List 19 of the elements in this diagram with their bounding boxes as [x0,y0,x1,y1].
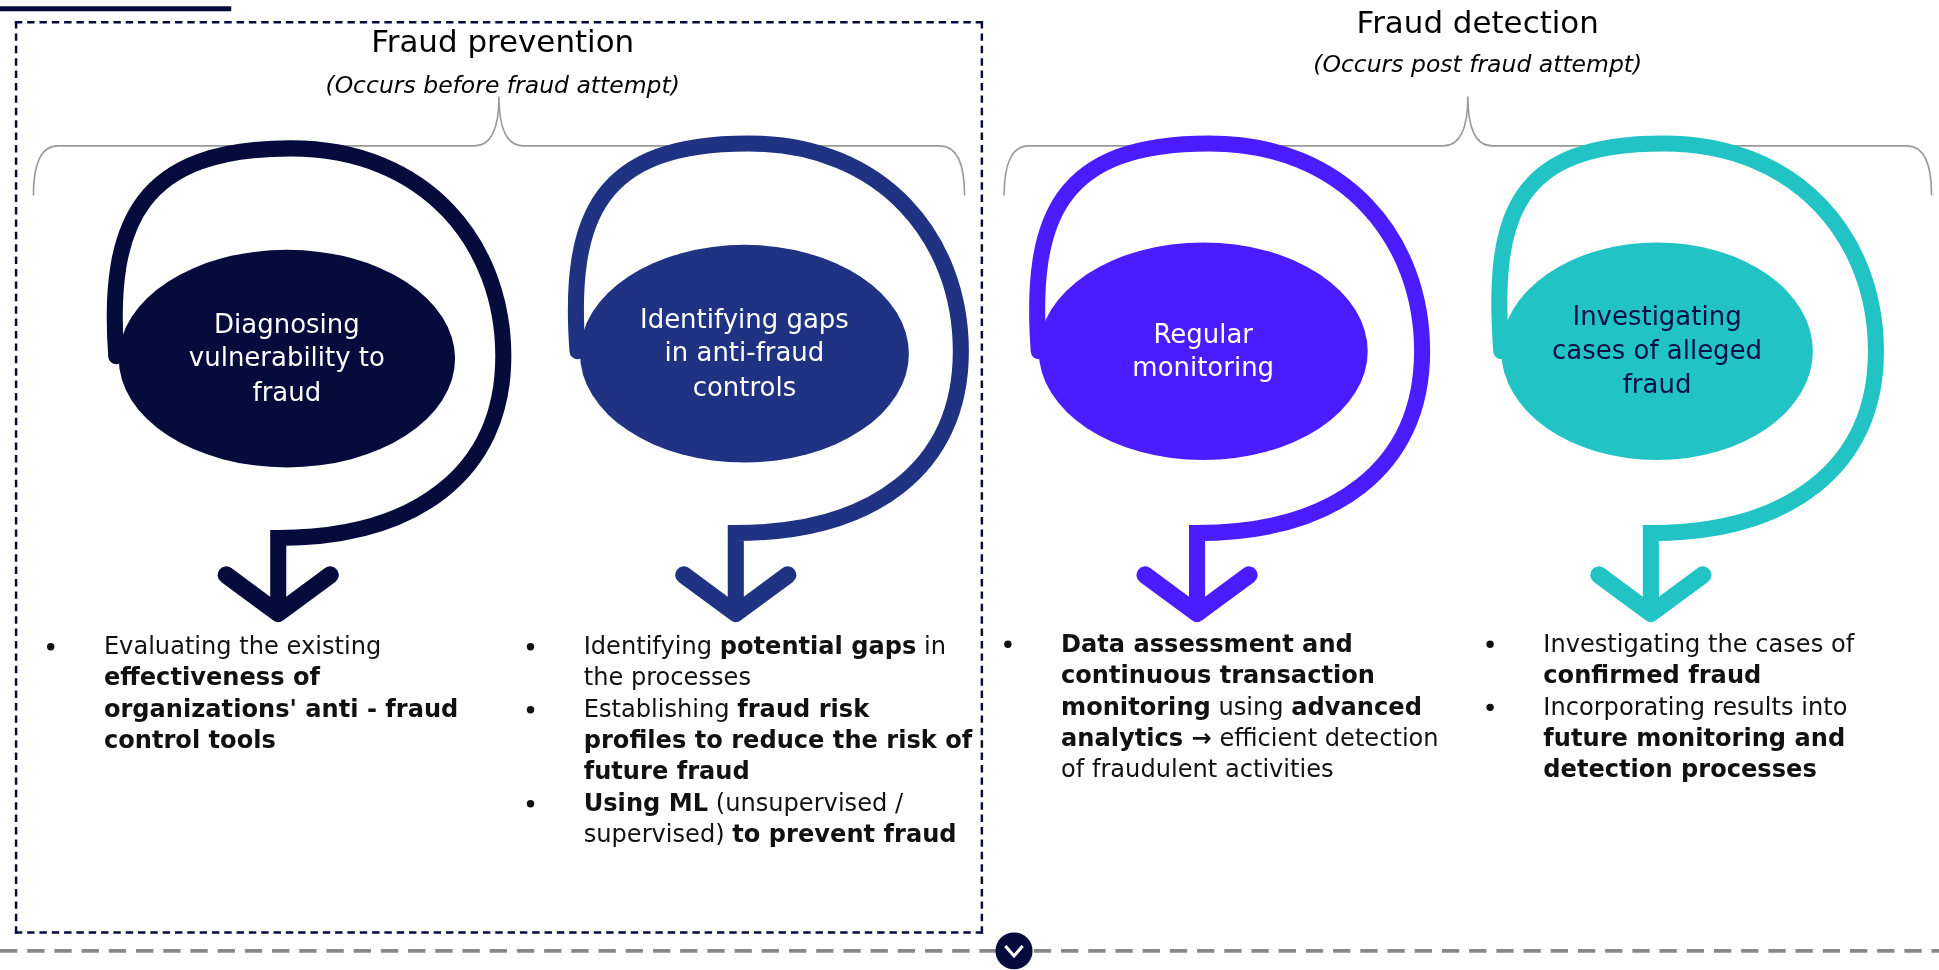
section-title: Fraud detection [1355,4,1600,41]
spiral-arrow [567,135,969,622]
bullet-text: Using ML (unsupervised / supervised) to prevent fraud [583,788,957,849]
process-ellipse: Regular monitoring [1038,242,1368,460]
bullet-text: Incorporating results into future monitoring and detection processes [1543,692,1848,784]
process-ellipse: Identifying gaps in anti-fraud controls [579,244,909,463]
section-subtitle: (Occurs before fraud attempt) [324,70,681,98]
section-subtitle: (Occurs post fraud attempt) [1312,49,1644,77]
bullet-text: Investigating the cases of confirmed fraud [1543,629,1855,690]
bullet-text: Evaluating the existing effectiveness of organizations' anti - fraud control tools [103,631,459,755]
process-ellipse: Investigating cases of alleged fraud [1501,242,1813,460]
process-ellipse: Diagnosing vulnerability to fraud [118,249,456,468]
section-title: Fraud prevention [370,23,636,60]
spiral-arrow [1029,135,1431,622]
bullet-text: Establishing fraud risk profiles to reduce the risk of future fraud [583,694,973,786]
spiral-arrow [106,140,512,622]
dashed-group-frame [14,21,984,934]
spiral-arrow [1491,135,1884,622]
bullet-text: Data assessment and continuous transaction monitoring using advanced analytics → efficient detection of fraudulent activities [1061,629,1439,784]
